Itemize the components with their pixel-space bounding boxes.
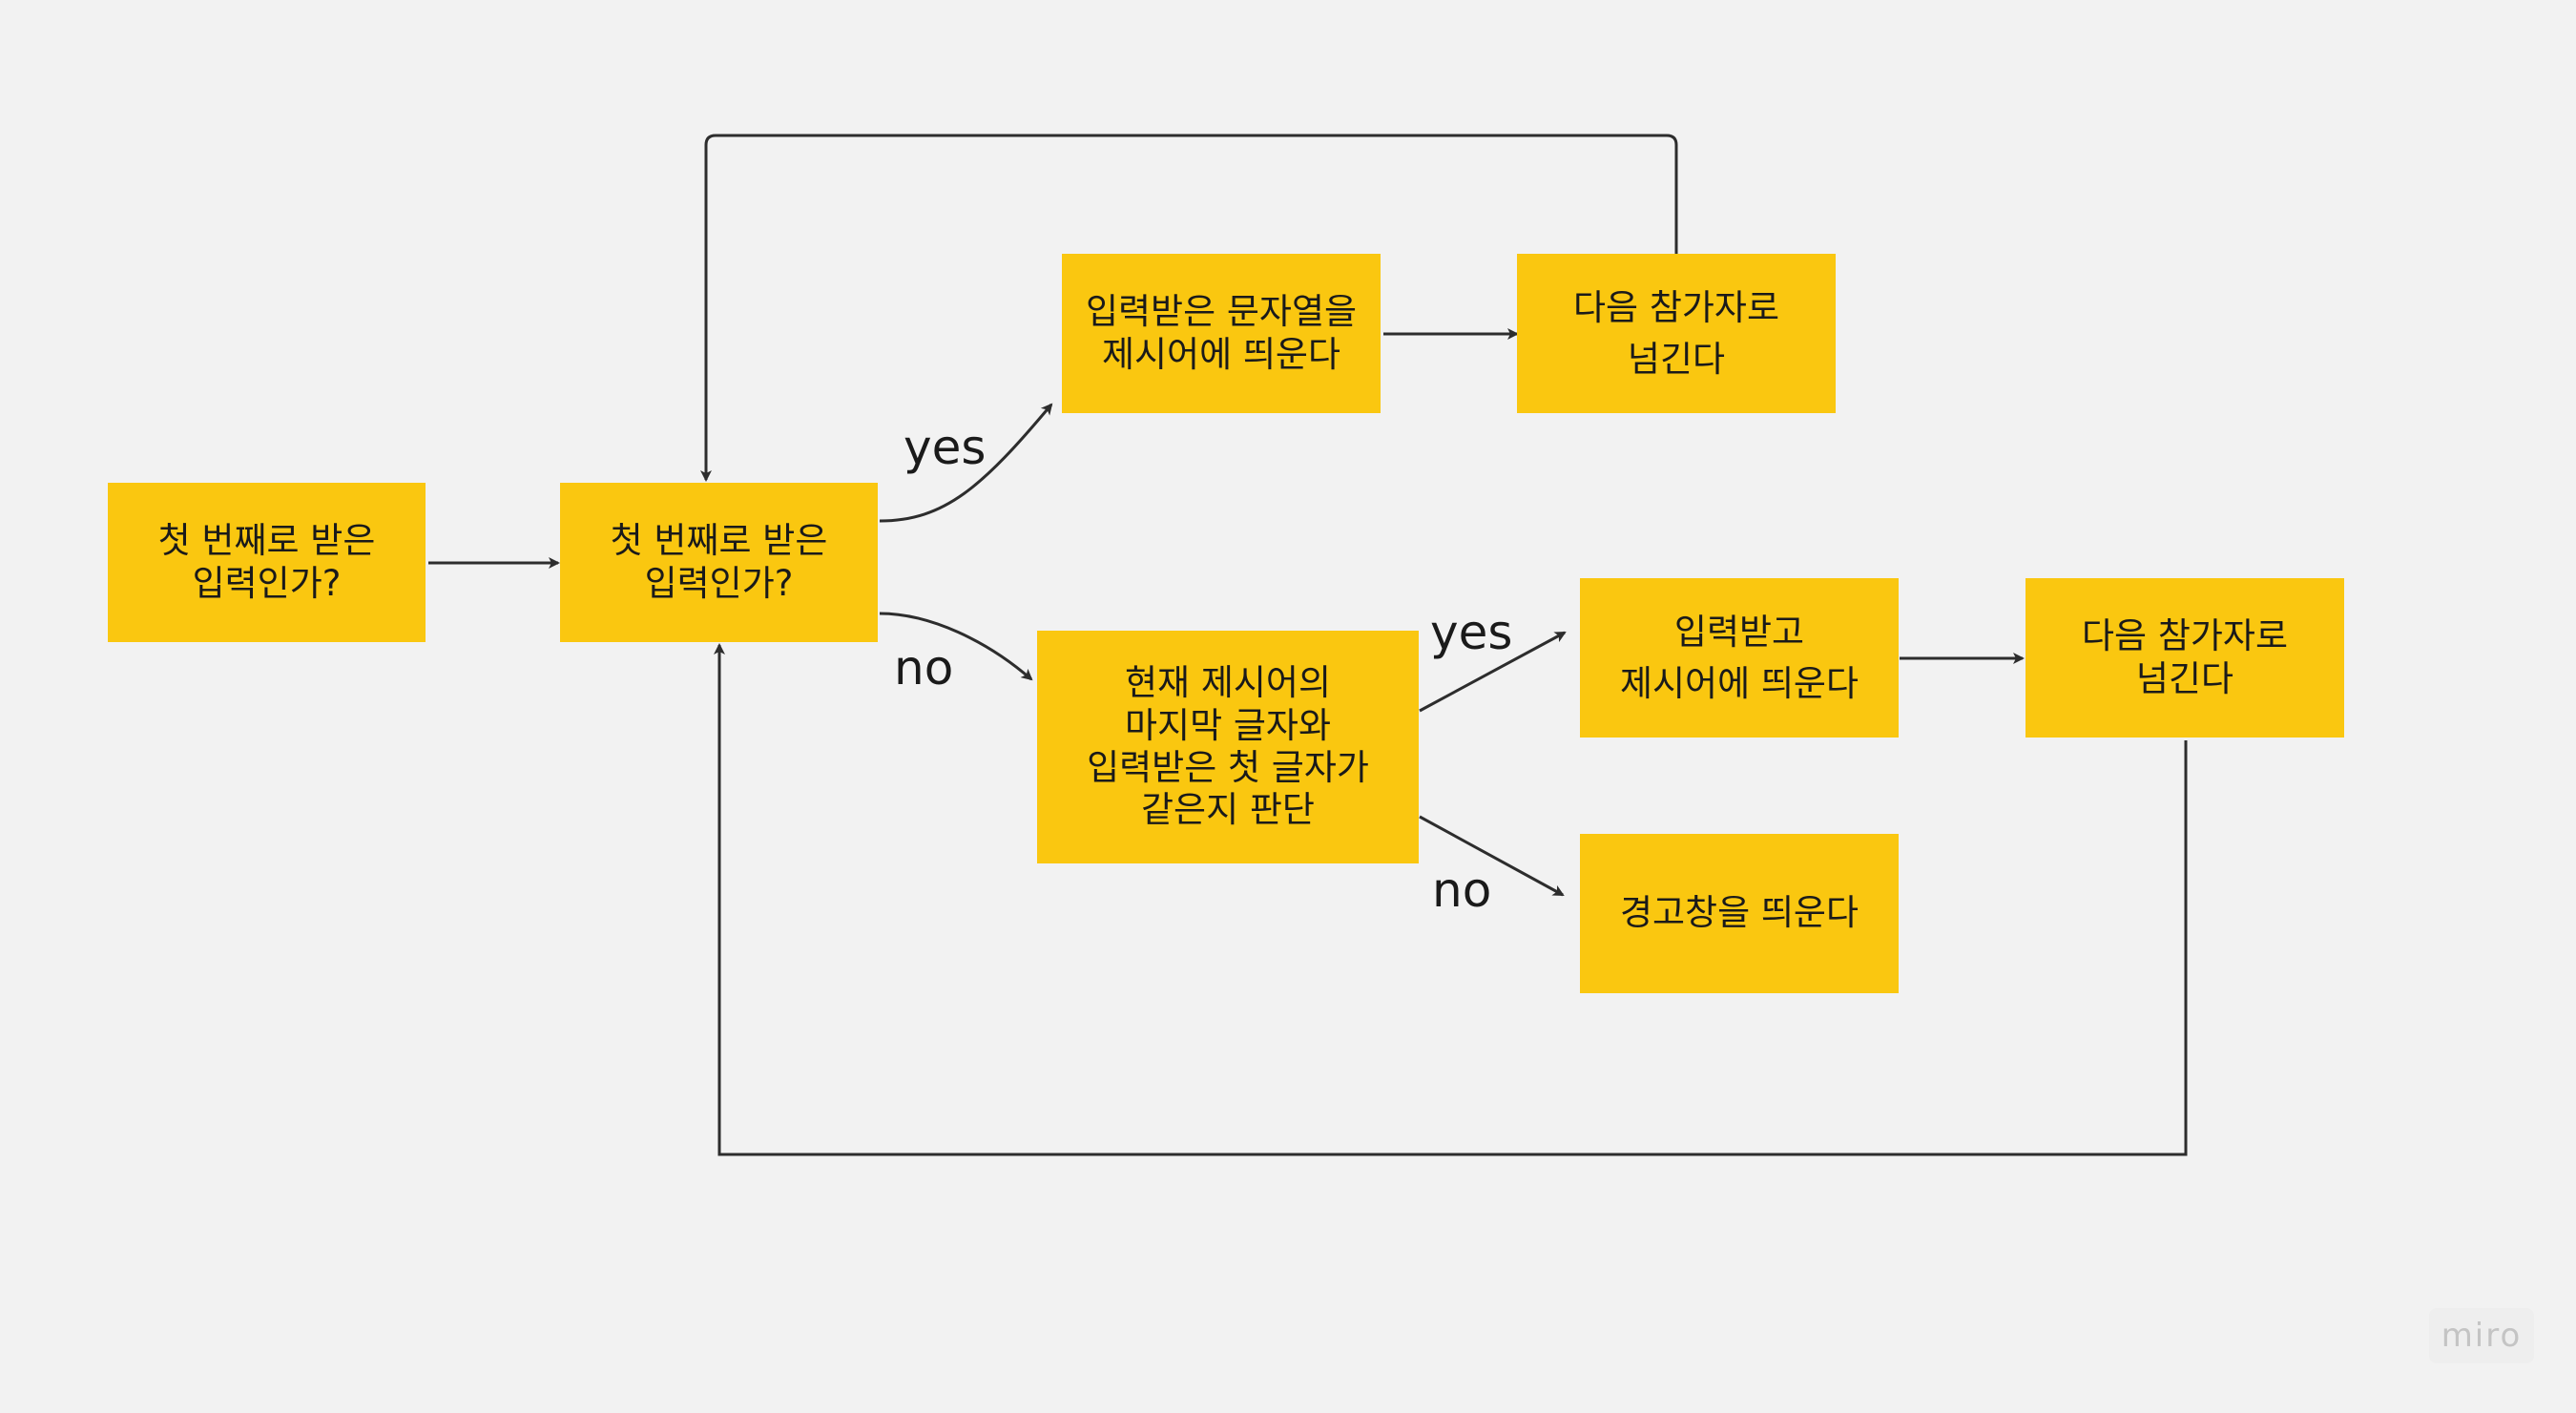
- sticky-compare-chars-text: 현재 제시어의 마지막 글자와 입력받은 첫 글자가 같은지 판단: [1087, 662, 1369, 831]
- sticky-compare-chars[interactable]: 현재 제시어의 마지막 글자와 입력받은 첫 글자가 같은지 판단: [1037, 631, 1419, 863]
- edge-compare-no: [1419, 815, 1565, 897]
- miro-watermark: miro: [2429, 1308, 2534, 1363]
- sticky-next-player-bottom[interactable]: 다음 참가자로 넘긴다: [2025, 578, 2344, 738]
- sticky-next-player-top[interactable]: 다음 참가자로 넘긴다: [1517, 254, 1836, 413]
- edge-label-yes-top: yes: [904, 420, 987, 475]
- sticky-show-warning[interactable]: 경고창을 띄운다: [1580, 834, 1899, 993]
- edge-decision-no: [879, 612, 1033, 681]
- sticky-decision-first-input-text: 첫 번째로 받은 입력인가?: [610, 520, 828, 604]
- edge-loop-top: [700, 134, 1678, 482]
- edge-label-no-bottom: no: [1432, 862, 1492, 918]
- sticky-show-input-text: 입력받고 제시어에 띄운다: [1619, 611, 1859, 704]
- sticky-decision-first-input[interactable]: 첫 번째로 받은 입력인가?: [560, 483, 878, 642]
- sticky-show-warning-text: 경고창을 띄운다: [1619, 892, 1859, 934]
- edge-compare-yes: [1419, 631, 1567, 713]
- sticky-show-string[interactable]: 입력받은 문자열을 제시어에 띄운다: [1062, 254, 1381, 413]
- edge-decision-yes: [879, 403, 1053, 523]
- sticky-show-input[interactable]: 입력받고 제시어에 띄운다: [1580, 578, 1899, 738]
- sticky-first-input-text: 첫 번째로 받은 입력인가?: [157, 520, 376, 604]
- sticky-show-string-text: 입력받은 문자열을 제시어에 띄운다: [1085, 291, 1358, 375]
- sticky-next-player-top-text: 다음 참가자로 넘긴다: [1572, 286, 1779, 380]
- sticky-next-player-bottom-text: 다음 참가자로 넘긴다: [2081, 615, 2288, 699]
- sticky-first-input[interactable]: 첫 번째로 받은 입력인가?: [108, 483, 426, 642]
- edge-label-yes-bottom: yes: [1430, 605, 1513, 660]
- miro-watermark-text: miro: [2441, 1317, 2523, 1355]
- edge-label-no-top: no: [894, 640, 954, 696]
- edge-loop-bottom: [714, 643, 2188, 1156]
